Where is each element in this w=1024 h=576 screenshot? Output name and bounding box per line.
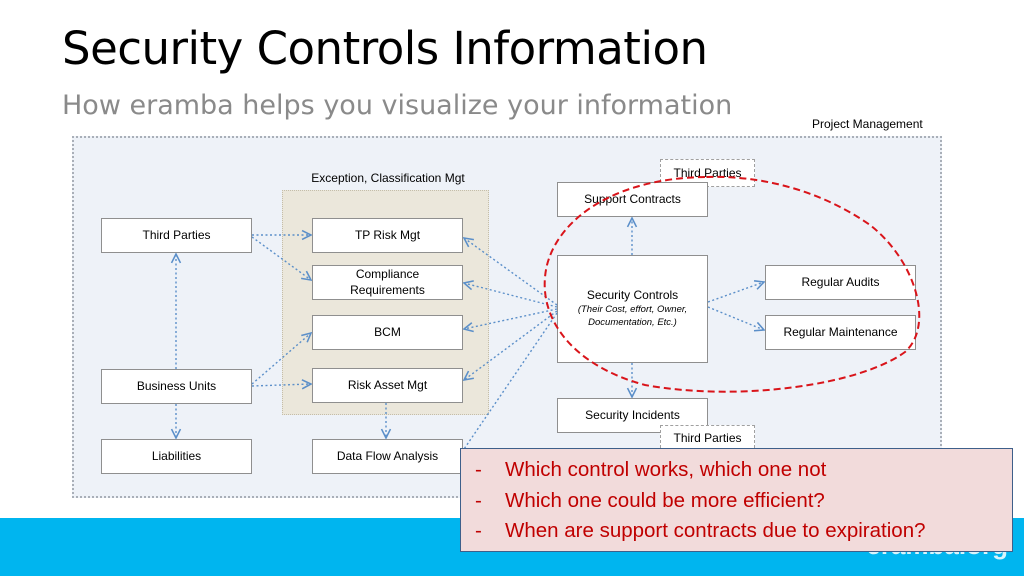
question-text: Which one could be more efficient?	[505, 488, 825, 512]
bullet-dash: -	[475, 519, 482, 542]
node-regular-maintenance: Regular Maintenance	[765, 315, 916, 350]
node-sublabel: (Their Cost, effort, Owner, Documentatio…	[577, 303, 688, 328]
node-label: Third Parties	[673, 166, 742, 180]
node-label: Security Incidents	[585, 407, 680, 422]
node-label: Business Units	[136, 378, 217, 393]
node-tp-risk-mgt: TP Risk Mgt	[312, 218, 463, 253]
project-management-label: Project Management	[812, 117, 923, 131]
node-label: Third Parties	[142, 227, 211, 242]
question-item: -Which control works, which one not	[471, 455, 1002, 486]
node-label: BCM	[374, 324, 401, 339]
group-label: Exception, Classification Mgt	[311, 171, 465, 185]
node-liabilities: Liabilities	[101, 439, 252, 474]
node-label: Third Parties	[673, 431, 742, 446]
questions-callout: -Which control works, which one not -Whi…	[460, 448, 1013, 552]
node-label: Data Flow Analysis	[336, 448, 439, 463]
question-text: When are support contracts due to expira…	[505, 519, 926, 542]
slide-title: Security Controls Information	[62, 22, 708, 75]
node-support-contracts: Support Contracts	[557, 182, 708, 217]
questions-list: -Which control works, which one not -Whi…	[471, 455, 1002, 547]
question-item: -When are support contracts due to expir…	[471, 516, 1002, 547]
node-security-controls: Security Controls (Their Cost, effort, O…	[557, 255, 708, 363]
node-label: Liabilities	[151, 448, 202, 463]
node-business-units: Business Units	[101, 369, 252, 404]
node-data-flow-analysis: Data Flow Analysis	[312, 439, 463, 474]
node-label: TP Risk Mgt	[354, 227, 421, 242]
node-bcm: BCM	[312, 315, 463, 350]
slide-subtitle: How eramba helps you visualize your info…	[62, 90, 733, 121]
node-third-parties: Third Parties	[101, 218, 252, 253]
bullet-dash: -	[475, 488, 482, 512]
node-label: Regular Maintenance	[783, 324, 898, 339]
node-regular-audits: Regular Audits	[765, 265, 916, 300]
node-label: Risk Asset Mgt	[347, 377, 428, 392]
node-compliance-requirements: Compliance Requirements	[312, 265, 463, 300]
node-label: Regular Audits	[801, 274, 880, 289]
bullet-dash: -	[475, 458, 482, 481]
node-label: Security Controls	[586, 288, 679, 303]
question-text: Which control works, which one not	[505, 458, 827, 481]
node-risk-asset-mgt: Risk Asset Mgt	[312, 368, 463, 403]
question-item: -Which one could be more efficient?	[471, 486, 1002, 517]
node-label: Support Contracts	[584, 191, 681, 206]
node-label: Compliance Requirements	[350, 266, 425, 297]
